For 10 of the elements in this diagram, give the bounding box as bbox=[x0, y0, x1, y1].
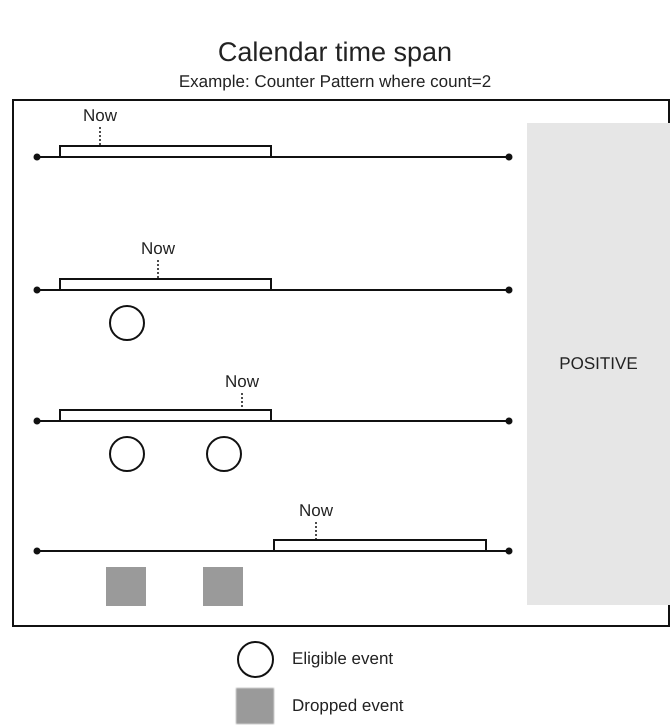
now-label: Now bbox=[299, 501, 333, 521]
legend-label: Dropped event bbox=[292, 696, 404, 716]
now-label: Now bbox=[141, 239, 175, 259]
now-label: Now bbox=[225, 372, 259, 392]
now-label: Now bbox=[83, 106, 117, 126]
band-label: POSITIVE bbox=[559, 354, 638, 374]
positive-band bbox=[527, 123, 670, 605]
legend-label: Eligible event bbox=[292, 649, 394, 669]
subtitle: Example: Counter Pattern where count=2 bbox=[178, 71, 492, 93]
diagram-title: Calendar time span bbox=[216, 36, 454, 68]
